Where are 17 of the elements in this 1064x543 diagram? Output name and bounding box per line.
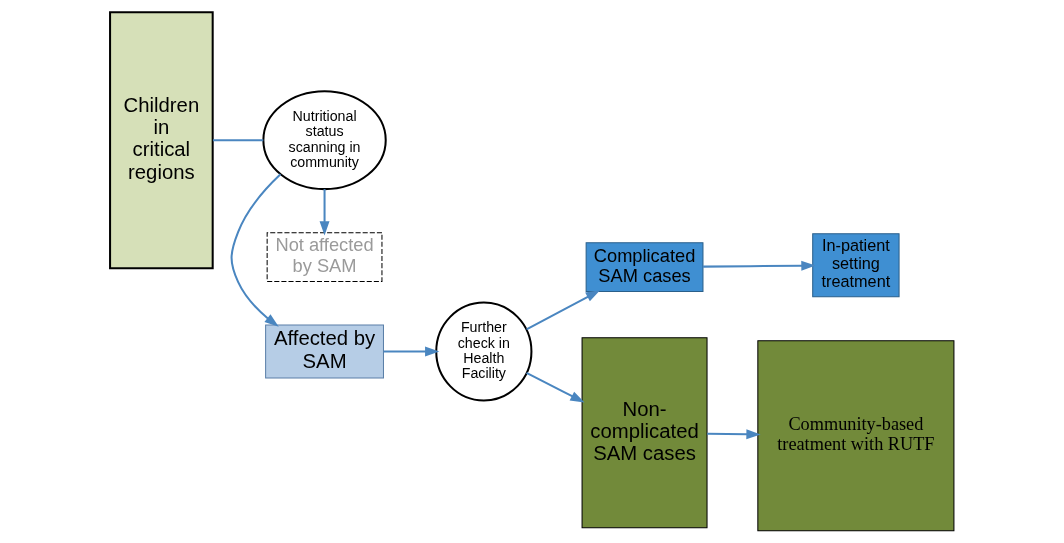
arrow [383,346,440,357]
node-ellipse: Nutritional status scanning in community [262,90,387,191]
node-box: Non-complicated SAM cases [581,337,708,529]
connector [212,139,264,142]
node-box: In-patient setting treatment [812,233,900,298]
node-box: Affected by SAM [265,324,384,379]
arrow [526,371,585,403]
node-box: Children in critical regions [109,11,214,270]
node-box: Community-based treatment with RUTF [757,340,955,532]
arrow [319,189,330,236]
node-box: Not affected by SAM [266,232,383,282]
node-box: Complicated SAM cases [585,242,704,293]
node-circle: Further check in Health Facility [435,301,533,402]
arrow [526,290,601,331]
arrow [230,173,282,327]
arrow [703,260,816,271]
arrow [707,429,761,440]
